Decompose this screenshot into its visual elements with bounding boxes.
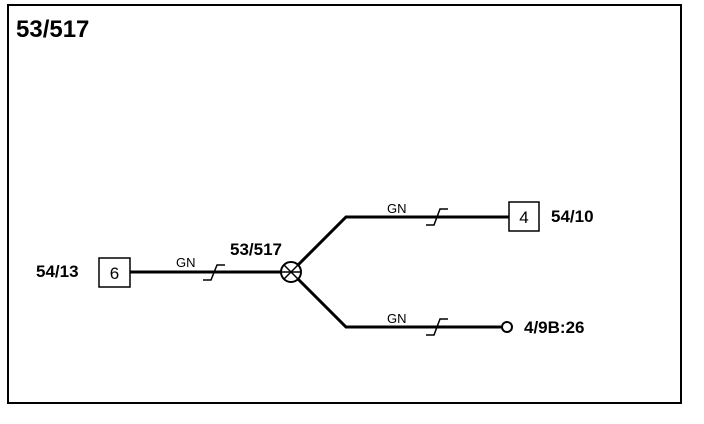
left-connector-pin-number: 6 (110, 264, 119, 283)
wire-lower-break-icon (426, 318, 448, 336)
splice-point-icon (280, 261, 302, 283)
upper-connector-label: 54/10 (551, 207, 594, 226)
wire-upper-break-icon (426, 208, 448, 226)
wire-upper-branch (289, 215, 509, 274)
lower-terminal-label: 4/9B:26 (524, 318, 584, 337)
wire-upper-color-label: GN (387, 201, 407, 216)
left-connector-label: 54/13 (36, 262, 79, 281)
wire-lower-branch (289, 270, 502, 329)
wire-left-break-icon (203, 264, 225, 281)
upper-connector-pin-box (508, 201, 540, 232)
wire-left-color-label: GN (176, 255, 196, 270)
splice-label: 53/517 (230, 240, 282, 259)
upper-connector-pin-number: 4 (519, 208, 528, 227)
diagram-title: 53/517 (16, 16, 89, 43)
left-connector-pin-box (98, 257, 131, 288)
wire-lower-color-label: GN (387, 311, 407, 326)
lower-terminal-open-circle-icon (501, 321, 513, 333)
diagram-frame (7, 4, 682, 404)
